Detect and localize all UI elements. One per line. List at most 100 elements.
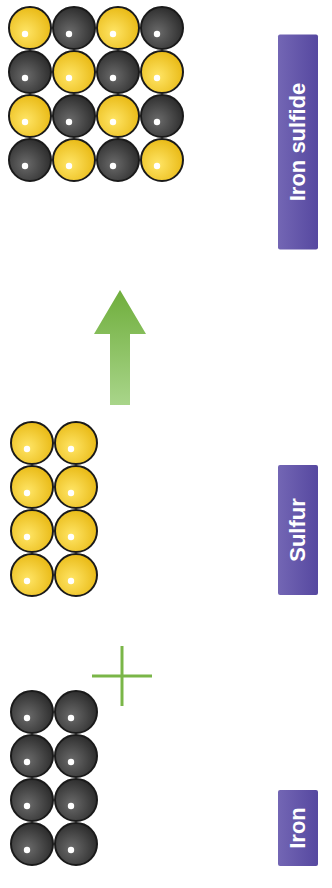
atom-sphere	[55, 510, 97, 552]
sulfur-atom	[9, 95, 51, 137]
atom-sphere	[141, 7, 183, 49]
atom-sphere	[11, 691, 53, 733]
atom-sphere	[9, 139, 51, 181]
atom-sphere	[9, 95, 51, 137]
atom-sphere	[97, 95, 139, 137]
iron-atom	[53, 95, 95, 137]
sulfur-atom	[55, 554, 97, 596]
atom-sphere	[53, 51, 95, 93]
atom-highlight	[22, 31, 28, 37]
atom-sphere	[55, 779, 97, 821]
iron-atom	[97, 51, 139, 93]
atom-highlight	[24, 759, 30, 765]
atom-sphere	[11, 510, 53, 552]
atom-highlight	[66, 163, 72, 169]
sulfur-atom	[97, 7, 139, 49]
sulfur-atom	[11, 422, 53, 464]
atom-highlight	[24, 578, 30, 584]
iron-atom	[141, 95, 183, 137]
sulfur-atom	[97, 95, 139, 137]
iron-atom	[11, 691, 53, 733]
atom-highlight	[68, 759, 74, 765]
atom-sphere	[53, 139, 95, 181]
iron-atom	[55, 779, 97, 821]
atom-sphere	[141, 95, 183, 137]
label-box: Iron sulfide	[278, 35, 318, 250]
label-text: Iron	[285, 807, 311, 849]
atom-sphere	[53, 95, 95, 137]
sulfur-atom	[141, 51, 183, 93]
sulfur-atom	[55, 510, 97, 552]
atom-sphere	[97, 7, 139, 49]
atom-highlight	[66, 119, 72, 125]
atom-highlight	[24, 490, 30, 496]
sulfur-atom	[53, 139, 95, 181]
atom-sphere	[11, 554, 53, 596]
iron-atom	[97, 139, 139, 181]
atom-highlight	[154, 119, 160, 125]
atom-highlight	[68, 534, 74, 540]
iron-atom	[11, 823, 53, 865]
plus-sign	[92, 646, 152, 706]
label-text: Iron sulfide	[285, 83, 311, 202]
iron-atom	[11, 779, 53, 821]
atom-sphere	[11, 422, 53, 464]
atom-highlight	[24, 715, 30, 721]
atom-sphere	[11, 779, 53, 821]
atom-highlight	[24, 803, 30, 809]
atom-sphere	[55, 554, 97, 596]
atom-highlight	[24, 847, 30, 853]
iron-atom	[11, 735, 53, 777]
atom-highlight	[68, 446, 74, 452]
atom-highlight	[68, 847, 74, 853]
atom-sphere	[141, 139, 183, 181]
atom-sphere	[11, 466, 53, 508]
atom-sphere	[97, 139, 139, 181]
atom-grids	[9, 7, 183, 865]
reaction-arrow	[94, 290, 146, 405]
atom-sphere	[11, 823, 53, 865]
iron-atom	[9, 139, 51, 181]
atom-highlight	[24, 446, 30, 452]
iron-atom	[55, 735, 97, 777]
sulfur-atom	[9, 7, 51, 49]
label-text: Sulfur	[285, 498, 311, 562]
atom-sphere	[55, 422, 97, 464]
iron-atom	[55, 691, 97, 733]
atom-highlight	[22, 163, 28, 169]
atom-highlight	[110, 75, 116, 81]
atom-sphere	[97, 51, 139, 93]
sulfur-atom	[53, 51, 95, 93]
iron-atom	[55, 823, 97, 865]
atom-highlight	[68, 490, 74, 496]
sulfur-atom	[11, 554, 53, 596]
atom-sphere	[9, 7, 51, 49]
sulfur-atom	[55, 422, 97, 464]
atom-highlight	[154, 31, 160, 37]
atom-highlight	[110, 31, 116, 37]
atom-highlight	[66, 31, 72, 37]
atom-highlight	[68, 578, 74, 584]
atom-sphere	[141, 51, 183, 93]
iron-atom	[53, 7, 95, 49]
atom-highlight	[68, 803, 74, 809]
sulfur-atom	[11, 466, 53, 508]
atom-highlight	[154, 75, 160, 81]
atom-highlight	[154, 163, 160, 169]
atom-highlight	[110, 163, 116, 169]
atom-sphere	[9, 51, 51, 93]
atom-highlight	[68, 715, 74, 721]
sulfur-atom	[55, 466, 97, 508]
atom-sphere	[55, 823, 97, 865]
atom-sphere	[55, 466, 97, 508]
label-box: Sulfur	[278, 465, 318, 595]
atom-highlight	[22, 119, 28, 125]
label-box: Iron	[278, 790, 318, 866]
sulfur-atom	[141, 139, 183, 181]
atom-highlight	[22, 75, 28, 81]
atom-highlight	[66, 75, 72, 81]
atom-sphere	[55, 691, 97, 733]
iron-atom	[141, 7, 183, 49]
atom-highlight	[110, 119, 116, 125]
